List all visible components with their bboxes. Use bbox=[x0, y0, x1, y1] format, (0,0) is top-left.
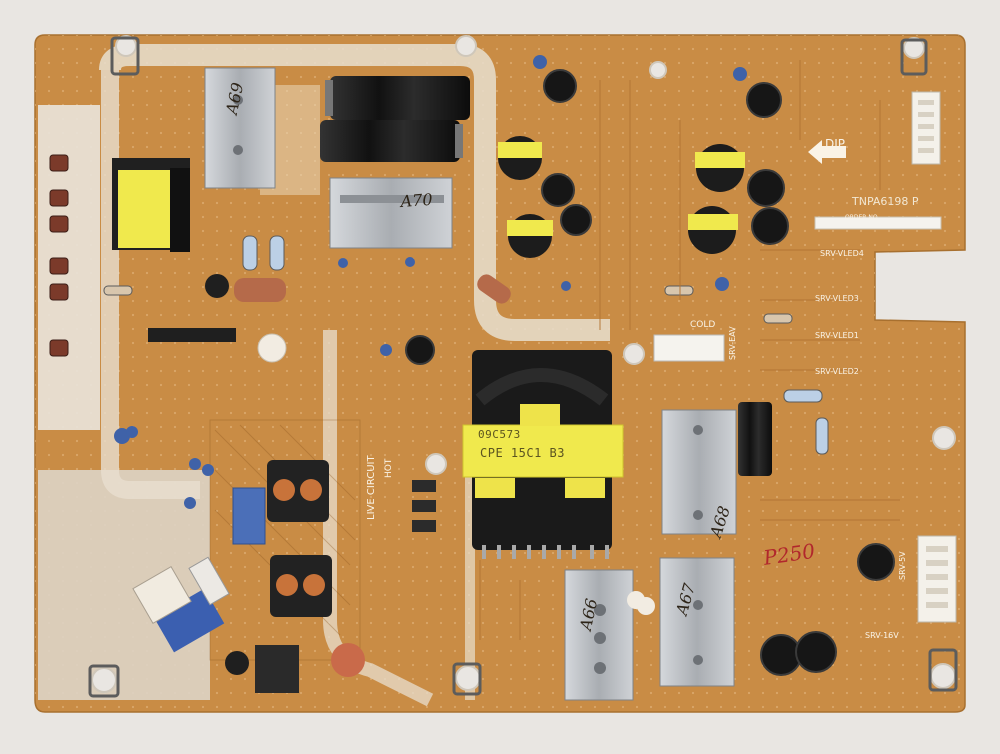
varistor bbox=[331, 643, 365, 677]
common-mode-choke-1 bbox=[267, 460, 329, 522]
srv-vled4-label: SRV-VLED4 bbox=[820, 249, 864, 258]
bulk-capacitor-2 bbox=[320, 120, 463, 162]
srv-vled3-label: SRV-VLED3 bbox=[815, 294, 859, 303]
cold-label: COLD bbox=[690, 320, 716, 330]
srv-eav-label: SRV-EAV bbox=[728, 326, 737, 360]
fuse bbox=[188, 556, 230, 606]
thermistor-bar bbox=[148, 328, 236, 342]
heatsink-bottom-2 bbox=[659, 557, 735, 687]
hot-label: HOT bbox=[384, 458, 394, 478]
srv-16v-label: SRV-16V bbox=[865, 631, 899, 640]
transformer-label-line2: CPE 15C1 B3 bbox=[480, 446, 565, 460]
revision: P bbox=[911, 195, 919, 208]
bulk-capacitor-1 bbox=[325, 76, 470, 120]
mount-hole bbox=[115, 35, 137, 57]
transformer-label-line1: 09C573 bbox=[478, 428, 521, 441]
srv-5v-label: SRV-5V bbox=[898, 551, 907, 580]
order-number-box bbox=[814, 216, 942, 230]
connector-top-right bbox=[911, 91, 941, 165]
standby-transformer bbox=[112, 158, 190, 252]
dip-arrow-icon bbox=[808, 140, 846, 164]
heatsink-top-left bbox=[204, 67, 276, 189]
order-number-label: ORDER NO bbox=[845, 214, 878, 221]
dip-label: DIP bbox=[825, 137, 846, 151]
relay bbox=[132, 565, 192, 625]
main-transformer bbox=[462, 350, 624, 559]
part-number-label: TNPA6198 P bbox=[852, 195, 919, 208]
x-capacitor bbox=[232, 487, 266, 545]
live-circuit-label: LIVE CIRCUIT bbox=[366, 455, 377, 520]
common-mode-choke-2 bbox=[270, 555, 332, 617]
bridge-rectifier bbox=[154, 588, 225, 653]
handwriting-a70: A70 bbox=[400, 189, 434, 211]
ac-input-connector bbox=[255, 645, 299, 693]
capacitor-upright bbox=[738, 402, 772, 476]
srv-vled1-label: SRV-VLED1 bbox=[815, 331, 859, 340]
film-capacitor bbox=[234, 278, 286, 302]
part-number: TNPA6198 bbox=[852, 195, 909, 208]
heatsink-center bbox=[329, 177, 453, 249]
heatsink-bottom-1 bbox=[564, 569, 634, 701]
heatsink-right-1 bbox=[661, 409, 737, 535]
connector-bottom-right bbox=[917, 535, 957, 623]
srv-vled2-label: SRV-VLED2 bbox=[815, 367, 859, 376]
barcode-sticker bbox=[653, 334, 725, 362]
